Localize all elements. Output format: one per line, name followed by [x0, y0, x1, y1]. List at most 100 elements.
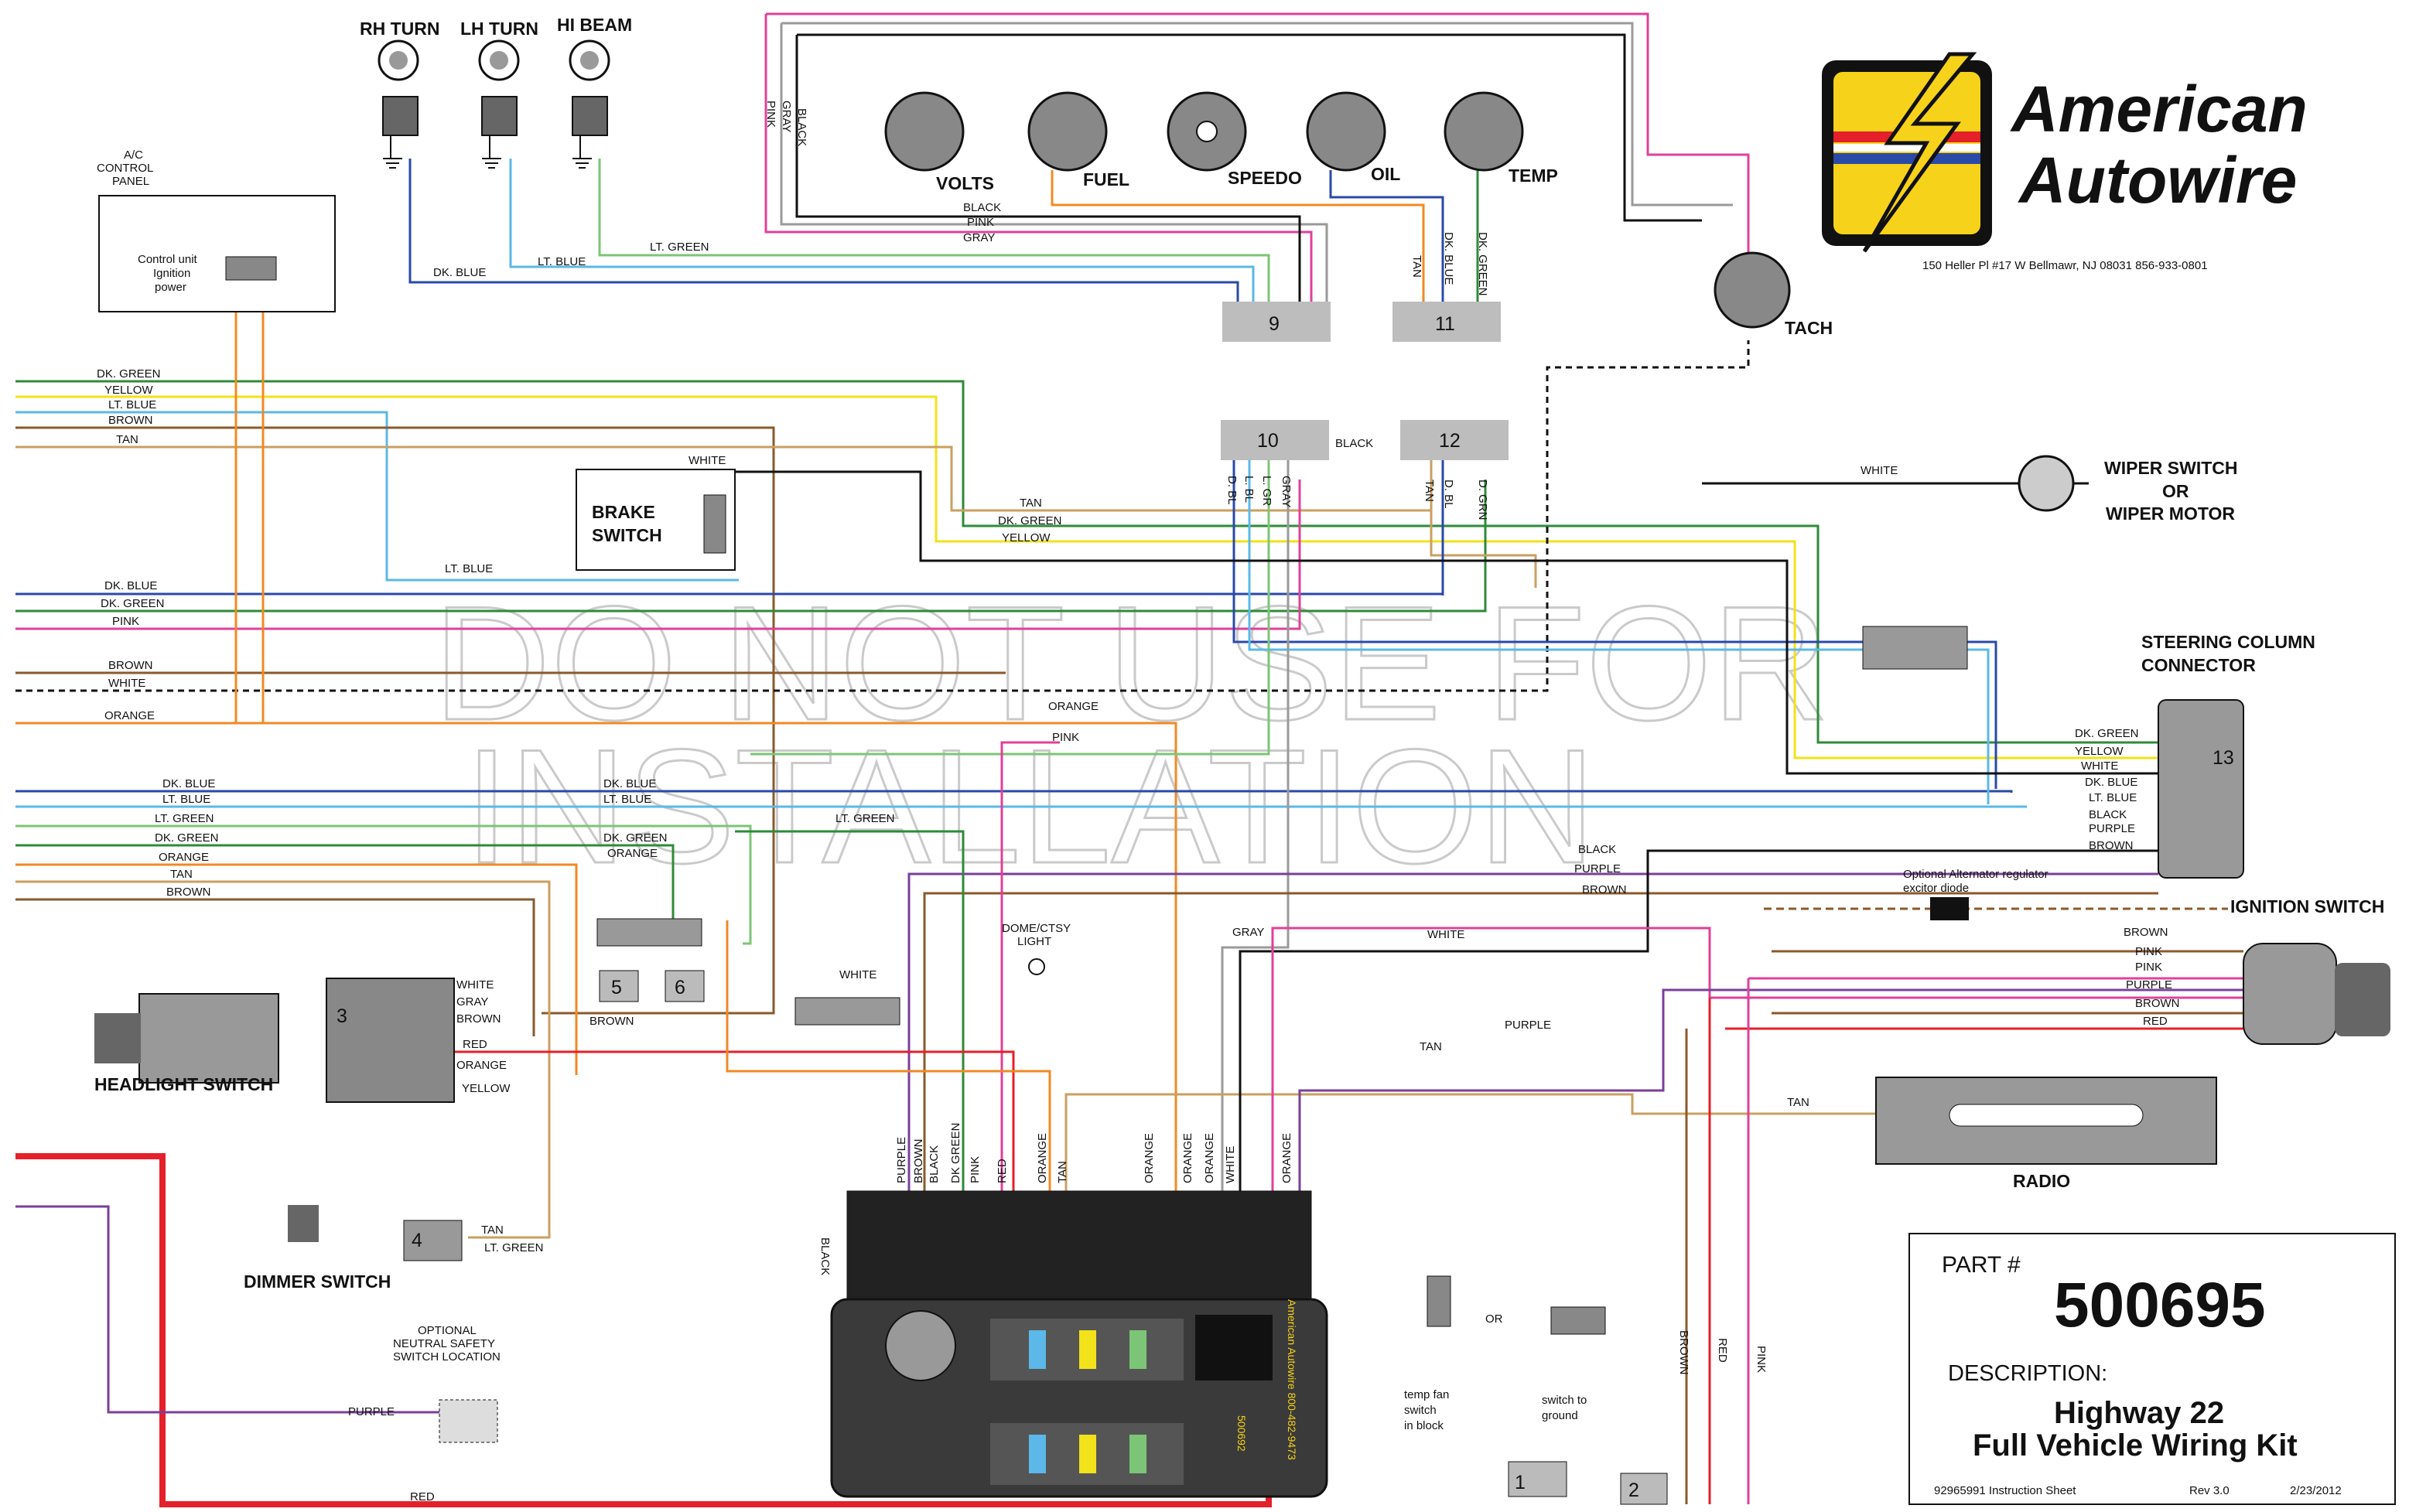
fuse-top-label: ORANGE — [1203, 1133, 1216, 1183]
wire-gray-10 — [1221, 460, 1290, 1191]
wire-orange-ac — [234, 309, 1177, 1191]
wires — [15, 12, 2243, 1507]
connector-2-label: 2 — [1628, 1480, 1639, 1501]
temp-fan-label-1: temp fan — [1404, 1388, 1449, 1401]
watermark-line1: DO NOT USE FOR — [433, 572, 1830, 754]
flasher-icon — [885, 1310, 956, 1381]
lbl-brown-v: BROWN — [1677, 1330, 1690, 1375]
lbl-tan: TAN — [170, 868, 193, 881]
brand-logo: American Autowire 150 Heller Pl #17 W Be… — [1822, 52, 2308, 272]
wire-tan-12 — [1430, 460, 1537, 588]
diode-icon — [1930, 897, 1969, 920]
lbl-white: WHITE — [108, 677, 145, 690]
lbl-dk-green-v: DK. GREEN — [1476, 232, 1489, 296]
ground-icon — [572, 135, 592, 169]
lbl-yellow: YELLOW — [104, 384, 153, 397]
speedo-center — [1196, 121, 1218, 142]
fuse-15a-icon — [1029, 1435, 1046, 1473]
wire-red-fuse — [437, 1050, 1015, 1191]
lbl-brown: BROWN — [2089, 839, 2134, 852]
wiper-switch-icon — [2018, 455, 2075, 512]
lbl-black-v: BLACK — [818, 1237, 832, 1275]
lbl-tan-v: TAN — [1410, 255, 1423, 278]
wire-purple-fuse — [907, 872, 2158, 1191]
wire-brown-top — [15, 426, 775, 1015]
lightning-bolt-icon — [1862, 52, 1977, 253]
bottom-connectors: 1 2 — [1508, 1461, 1668, 1505]
gauge-volts-label: VOLTS — [936, 173, 994, 193]
wire-lt-green-hi — [598, 159, 1270, 302]
wire-labels: DK. GREEN YELLOW LT. BLUE BROWN TAN DK. … — [97, 201, 2180, 1503]
lbl-purple: PURPLE — [1505, 1019, 1551, 1032]
wire-purple-ign — [1298, 988, 2243, 1191]
wire-black-fuse — [1239, 849, 2158, 1191]
wire-pink-mid — [15, 480, 1301, 630]
connector-1-label: 1 — [1515, 1472, 1526, 1493]
logo-stripe-white — [1833, 144, 1980, 152]
gauge-tach-label: TACH — [1785, 318, 1833, 338]
switch-ground-1: switch to — [1542, 1394, 1587, 1407]
wire-l-bl-10 — [1248, 460, 1990, 804]
lbl-tan: TAN — [1787, 1096, 1809, 1109]
wire-d-bl-10 — [1232, 460, 1997, 789]
vertical-wire-labels: PINK GRAY BLACK TAN DK. BLUE DK. GREEN D… — [764, 101, 1489, 520]
lbl-orange: ORANGE — [456, 1059, 507, 1072]
hi-beam-socket — [572, 96, 608, 136]
ground-icon — [383, 135, 402, 169]
fuse-block-brand: American Autowire 800-482-9473 — [1286, 1299, 1298, 1460]
ac-panel-box — [98, 195, 336, 312]
connector-3-label: 3 — [337, 1005, 347, 1027]
lbl-black: BLACK — [963, 201, 1001, 214]
small-connectors: 5 6 — [596, 626, 1968, 1026]
connector-3 — [326, 978, 455, 1103]
hi-beam-indicator: HI BEAM — [557, 15, 632, 169]
lbl-d-grn-v: D. GRN — [1476, 480, 1489, 520]
lbl-d-bl-v: D. BL — [1442, 480, 1455, 509]
indicator-lights: RH TURN LH TURN HI BEAM — [360, 15, 632, 169]
wire-gray-tach — [781, 22, 1733, 206]
wire-white-brake — [731, 470, 2158, 775]
lbl-dk-blue: DK. BLUE — [433, 266, 486, 279]
lbl-pink: PINK — [1052, 731, 1079, 744]
rh-turn-indicator: RH TURN — [360, 19, 440, 169]
connector-6 — [665, 970, 705, 1002]
desc-label: DESCRIPTION: — [1948, 1361, 2107, 1386]
lbl-brown: BROWN — [108, 659, 153, 672]
wire-tan-top — [15, 445, 1431, 512]
rh-turn-label: RH TURN — [360, 19, 440, 39]
wire-tan-fuse — [1064, 1093, 1880, 1191]
lbl-white: WHITE — [2081, 759, 2118, 773]
connector-12-label: 12 — [1439, 430, 1461, 452]
lbl-gray: GRAY — [963, 231, 995, 244]
fuse-top-label: WHITE — [1224, 1146, 1237, 1183]
wiper-switch: WIPER SWITCH OR WIPER MOTOR — [2018, 455, 2238, 524]
lbl-lt-blue: LT. BLUE — [445, 562, 493, 575]
steering-label-1: STEERING COLUMN — [2141, 632, 2315, 652]
lbl-dk-green: DK. GREEN — [97, 367, 161, 381]
lbl-pink-v: PINK — [764, 101, 777, 128]
fuel-gauge-icon — [1027, 91, 1108, 172]
gauge-tach: TACH — [1714, 251, 1833, 338]
wiper-label-3: WIPER MOTOR — [2106, 503, 2235, 524]
temp-gauge-icon — [1444, 91, 1524, 172]
date: 2/23/2012 — [2290, 1484, 2342, 1497]
fuse-top-label: BROWN — [912, 1139, 925, 1184]
gauge-oil-label: OIL — [1371, 164, 1400, 184]
or-label: OR — [1485, 1312, 1503, 1326]
fuse-top-label: BLACK — [928, 1145, 941, 1183]
fuse-top-label: PINK — [969, 1156, 982, 1183]
lbl-lt-blue: LT. BLUE — [603, 793, 651, 806]
lbl-lt-green: LT. GREEN — [484, 1241, 543, 1254]
brake-label-2: SWITCH — [592, 525, 662, 545]
headlight-switch-body — [138, 993, 279, 1084]
gauge-volts: VOLTS — [884, 91, 994, 193]
wire-yellow-top — [15, 395, 2158, 759]
fuse-20a-icon — [1079, 1435, 1096, 1473]
brake-switch: BRAKE SWITCH — [576, 469, 736, 571]
lbl-pink: PINK — [2135, 961, 2162, 974]
wire-dk-green-top — [15, 380, 2158, 744]
lbl-white: WHITE — [1427, 928, 1464, 941]
connector-10-label: 10 — [1257, 430, 1279, 452]
gauge-fuel-label: FUEL — [1083, 169, 1129, 189]
lh-turn-socket — [481, 96, 518, 136]
